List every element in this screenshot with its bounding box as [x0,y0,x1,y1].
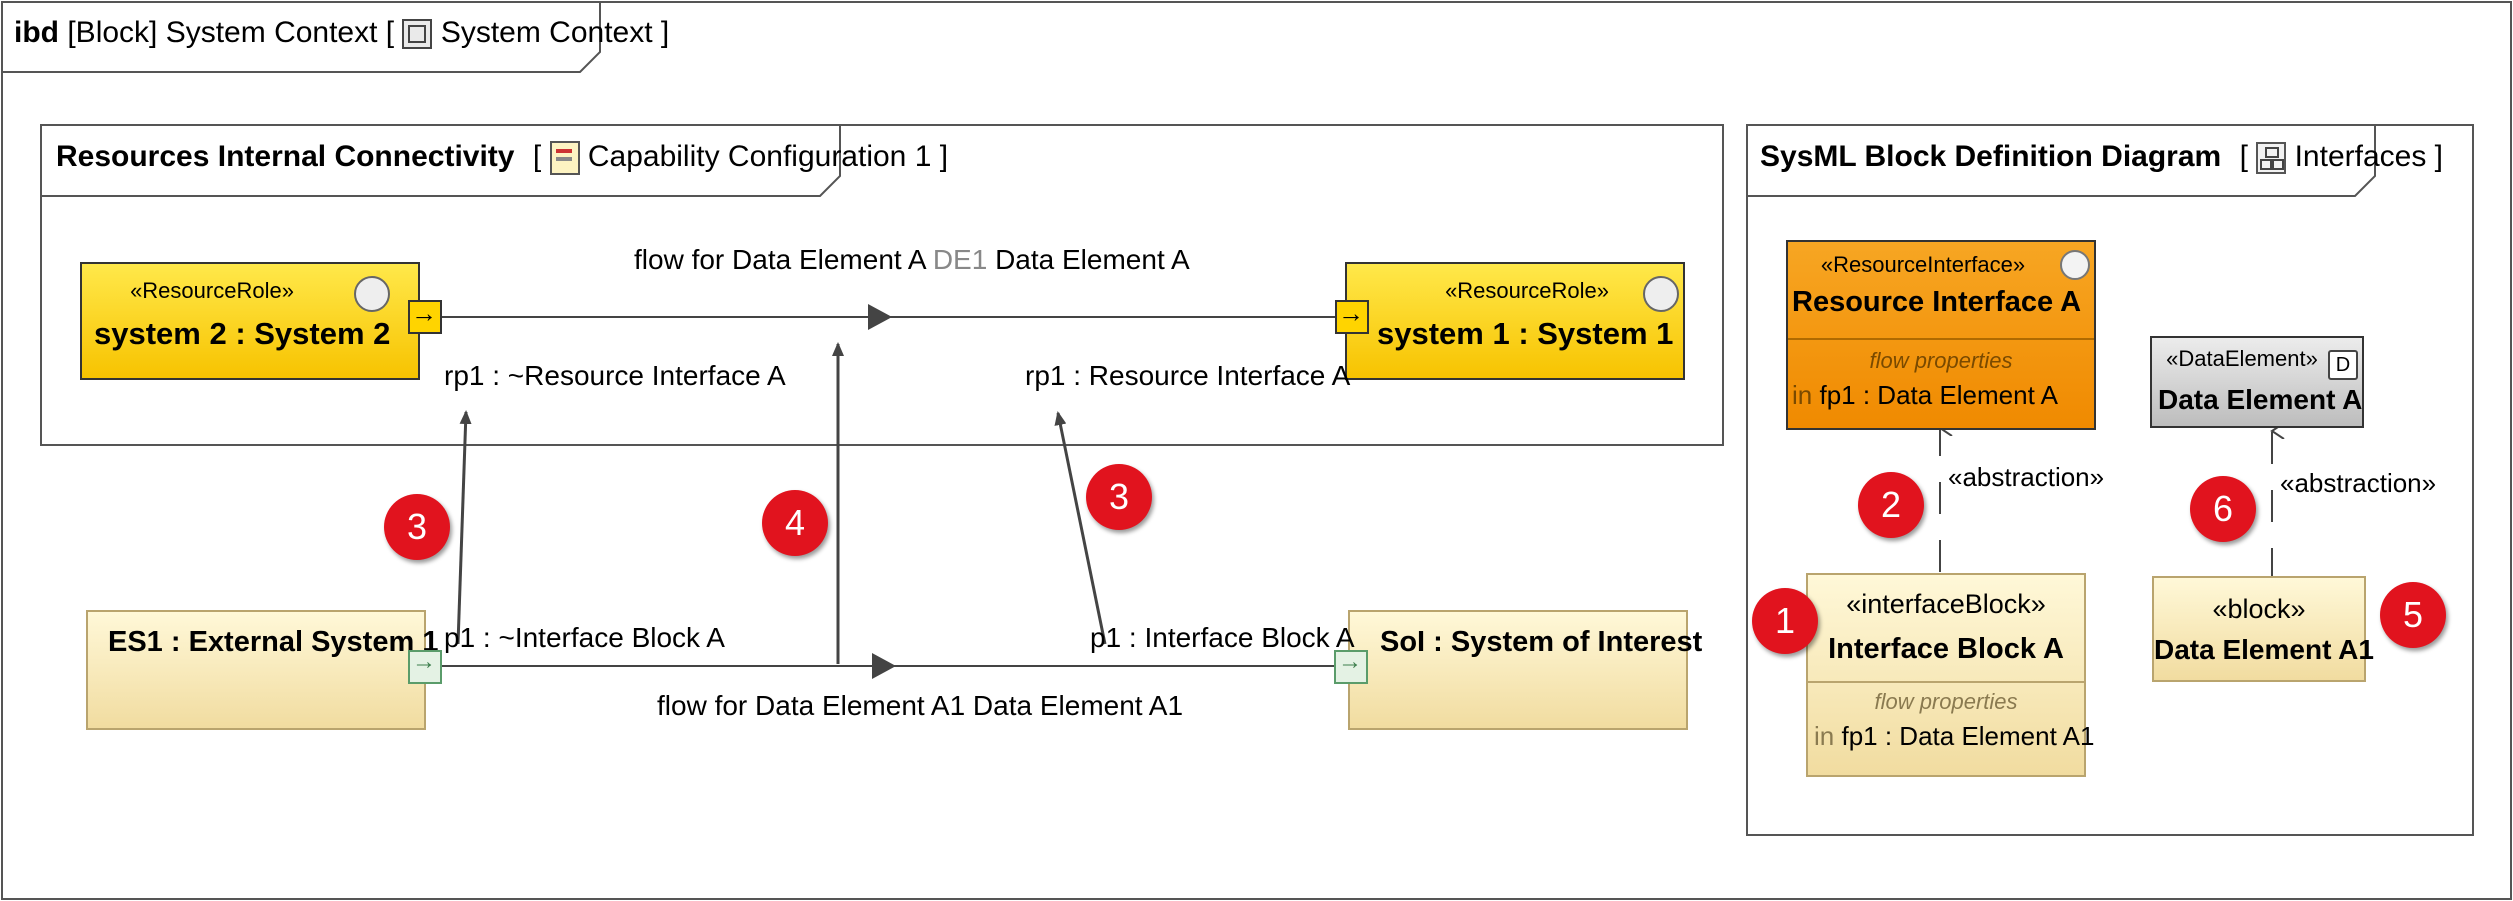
property-text: fp1 : Data Element A [1819,380,2058,410]
bottom-flow-arrowhead [872,653,896,679]
es1-port[interactable] [408,650,442,684]
bdd-icon [2256,142,2287,175]
interface-block-name: Interface Block A [1828,633,2064,665]
bdd-frame-title: SysML Block Definition Diagram [1760,140,2222,173]
badge-3-right: 3 [1086,464,1152,530]
abstraction-label-2: «abstraction» [2280,468,2437,498]
data-element-name: Data Element A [2158,384,2363,415]
bracket-open: [ [2239,140,2248,173]
top-flow-de1: DE1 [932,244,988,275]
resource-interface-stereotype: «ResourceInterface» [1820,252,2026,277]
system2-port[interactable] [408,300,442,334]
abstraction-label-1: «abstraction» [1948,462,2105,492]
resource-interface-compartment: flow properties [1869,348,2013,373]
system2-name: system 2 : System 2 [94,316,391,351]
allocation-arrow-right [1054,411,1107,645]
interface-block-stereotype: «interfaceBlock» [1846,589,2046,619]
outer-frame-tab[interactable]: ibd [Block] System Context [ System Cont… [14,16,669,50]
badge-6: 6 [2190,476,2256,542]
system2-block[interactable]: «ResourceRole» system 2 : System 2 [80,262,420,380]
capability-configuration-icon [549,141,580,176]
diagram-icon [402,19,433,50]
resources-frame-name: Capability Configuration 1 ] [587,140,949,173]
frame-kind-label: ibd [14,16,59,49]
resources-frame-tab[interactable]: Resources Internal Connectivity [ Capabi… [56,140,949,176]
data-element-a1-name: Data Element A1 [2154,634,2374,665]
interface-block-a[interactable]: «interfaceBlock» Interface Block A flow … [1806,573,2094,777]
interface-block-property: in fp1 : Data Element A1 [1814,721,2094,752]
system2-stereotype: «ResourceRole» [130,278,294,303]
port-arrow-icon: → [412,648,436,675]
interface-icon [2060,250,2090,280]
system1-block[interactable]: «ResourceRole» system 1 : System 1 [1345,262,1685,380]
resources-frame-title: Resources Internal Connectivity [56,140,515,173]
es1-name: ES1 : External System 1 [108,626,439,658]
bottom-flow-label: flow for Data Element A1 Data Element A1 [657,690,1184,721]
soi-name: SoI : System of Interest [1380,626,1703,658]
port-arrow-icon: → [411,298,437,328]
top-flow-text-a: flow for Data Element A [634,244,926,275]
block-divider [1808,681,2084,683]
property-direction: in [1814,721,1835,751]
top-flow-text-b: Data Element A [995,244,1190,275]
badge-4: 4 [762,490,828,556]
rp1-right-label: rp1 : Resource Interface A [1025,360,1351,391]
resource-interface-name: Resource Interface A [1792,286,2082,318]
data-element-icon: D [2328,350,2358,380]
allocation-arrow-left [456,410,472,645]
badge-1: 1 [1752,588,1818,654]
block-divider [1788,338,2094,340]
frame-label: [Block] System Context [ [67,16,395,49]
data-element-block[interactable]: «DataElement» Data Element A D [2150,336,2364,428]
rp1-left-label: rp1 : ~Resource Interface A [444,360,786,391]
port-arrow-icon: → [1338,298,1364,328]
system1-stereotype: «ResourceRole» [1445,278,1609,303]
property-direction: in [1792,380,1813,410]
p1-left-label: p1 : ~Interface Block A [444,622,725,653]
resource-interface-property: in fp1 : Data Element A [1792,380,2058,411]
frame-name: System Context ] [440,16,670,49]
data-element-stereotype: «DataElement» [2166,346,2318,371]
data-element-a1-stereotype: «block» [2212,594,2306,624]
resource-interface-block[interactable]: «ResourceInterface» Resource Interface A… [1786,240,2096,430]
top-flow-label: flow for Data Element A DE1 Data Element… [634,244,1190,276]
es1-block[interactable]: ES1 : External System 1 [86,610,438,730]
interface-block-compartment: flow properties [1874,689,2018,714]
p1-right-label: p1 : Interface Block A [1090,622,1355,653]
system1-port[interactable] [1335,300,1369,334]
bdd-frame-name: Interfaces ] [2294,140,2443,173]
bdd-frame-tab[interactable]: SysML Block Definition Diagram [ Interfa… [1760,140,2443,175]
system1-name: system 1 : System 1 [1377,316,1674,351]
badge-5: 5 [2380,582,2446,648]
bracket-open: [ [532,140,542,173]
badge-2: 2 [1858,472,1924,538]
top-flow-arrowhead [868,304,892,330]
resource-role-icon [1643,276,1679,312]
badge-3-left: 3 [384,494,450,560]
soi-block[interactable]: SoI : System of Interest [1348,610,1702,730]
data-element-a1-block[interactable]: «block» Data Element A1 [2152,576,2374,682]
soi-port[interactable] [1334,650,1368,684]
property-text: fp1 : Data Element A1 [1841,721,2095,751]
resource-role-icon [354,276,390,312]
port-arrow-icon: → [1338,648,1362,675]
